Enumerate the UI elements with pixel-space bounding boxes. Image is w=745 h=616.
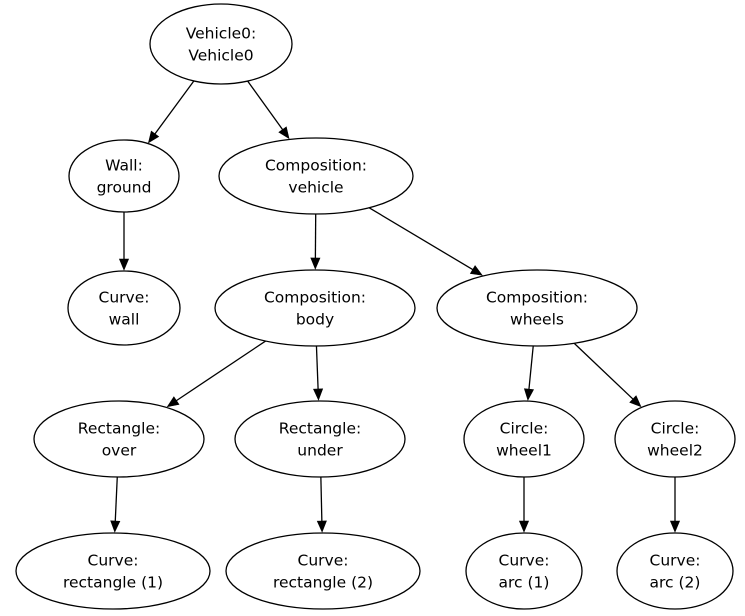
graph-node-vehicle0[interactable]: Vehicle0: Vehicle0 (149, 3, 293, 85)
graph-edge (176, 340, 266, 402)
arrowhead-icon (669, 520, 681, 533)
node-label-name: rectangle (1) (63, 574, 163, 592)
node-label-name: ground (97, 179, 152, 197)
nodes-layer: Vehicle0:Vehicle0Wall:groundComposition:… (15, 3, 736, 610)
node-label-type: Curve: (499, 552, 550, 570)
arrowhead-icon (110, 520, 121, 533)
node-ellipse (234, 400, 406, 478)
graph-node-rectangle_under[interactable]: Rectangle: under (234, 400, 406, 478)
node-label-type: Composition: (265, 157, 367, 175)
graph-node-composition_wheels[interactable]: Composition: wheels (436, 269, 638, 347)
arrowhead-icon (313, 388, 324, 401)
node-label-type: Rectangle: (279, 420, 361, 438)
graph-node-rectangle_over[interactable]: Rectangle: over (33, 400, 205, 478)
graph-node-composition_vehicle[interactable]: Composition: vehicle (218, 137, 414, 215)
arrowhead-icon (118, 258, 130, 271)
node-label-name: wheels (510, 311, 564, 329)
graph-node-circle_wheel1[interactable]: Circle: wheel1 (463, 400, 585, 478)
graph-node-circle_wheel2[interactable]: Circle: wheel2 (614, 400, 736, 478)
graph-node-curve_rectangle_1[interactable]: Curve: rectangle (1) (15, 532, 211, 610)
graph-node-curve_arc_2[interactable]: Curve: arc (2) (616, 532, 734, 610)
graph-edge (315, 345, 319, 390)
node-ellipse (149, 3, 293, 85)
graph-edge (320, 476, 323, 522)
arrowhead-icon (469, 265, 483, 276)
node-ellipse (614, 400, 736, 478)
node-ellipse (15, 532, 211, 610)
node-ellipse (225, 532, 421, 610)
node-label-type: Curve: (99, 289, 150, 307)
node-ellipse (214, 269, 416, 347)
graph-node-curve_wall[interactable]: Curve: wall (67, 270, 181, 346)
node-label-name: arc (2) (650, 574, 701, 592)
node-label-type: Circle: (651, 420, 700, 438)
node-label-name: under (297, 442, 343, 460)
graph-edge (368, 207, 474, 271)
node-ellipse (463, 400, 585, 478)
node-ellipse (33, 400, 205, 478)
node-label-name: arc (1) (499, 574, 550, 592)
graph-node-composition_body[interactable]: Composition: body (214, 269, 416, 347)
arrowhead-icon (147, 130, 160, 144)
node-ellipse (67, 270, 181, 346)
node-ellipse (68, 139, 180, 213)
graph-edge (154, 80, 195, 135)
arrowhead-icon (316, 520, 327, 533)
graph-edge (114, 476, 118, 522)
arrowhead-icon (278, 126, 290, 140)
node-label-name: wheel2 (647, 442, 703, 460)
node-label-type: Vehicle0: (186, 25, 257, 43)
node-label-name: over (102, 442, 137, 460)
graph-node-wall_ground[interactable]: Wall: ground (68, 139, 180, 213)
graph-edge (573, 342, 634, 400)
node-label-type: Wall: (105, 157, 143, 175)
graph-node-curve_rectangle_2[interactable]: Curve: rectangle (2) (225, 532, 421, 610)
graph-edge (528, 345, 534, 390)
arrowhead-icon (518, 520, 530, 533)
node-label-type: Composition: (486, 289, 588, 307)
node-label-type: Curve: (88, 552, 139, 570)
arrowhead-icon (310, 257, 321, 270)
node-label-type: Composition: (264, 289, 366, 307)
edges-layer (110, 80, 681, 533)
node-label-name: wall (109, 311, 140, 329)
node-ellipse (465, 532, 583, 610)
node-label-type: Curve: (650, 552, 701, 570)
node-label-type: Curve: (298, 552, 349, 570)
node-label-name: vehicle (288, 179, 343, 197)
node-ellipse (616, 532, 734, 610)
node-label-name: wheel1 (496, 442, 552, 460)
arrowhead-icon (166, 396, 180, 408)
node-ellipse (436, 269, 638, 347)
node-label-name: body (296, 311, 334, 329)
node-ellipse (218, 137, 414, 215)
graph-node-curve_arc_1[interactable]: Curve: arc (1) (465, 532, 583, 610)
node-label-name: rectangle (2) (273, 574, 373, 592)
node-label-type: Rectangle: (78, 420, 160, 438)
graph-edge (247, 80, 284, 130)
node-label-name: Vehicle0 (188, 47, 253, 65)
arrowhead-icon (523, 388, 535, 401)
arrowhead-icon (629, 395, 642, 408)
node-label-type: Circle: (500, 420, 549, 438)
